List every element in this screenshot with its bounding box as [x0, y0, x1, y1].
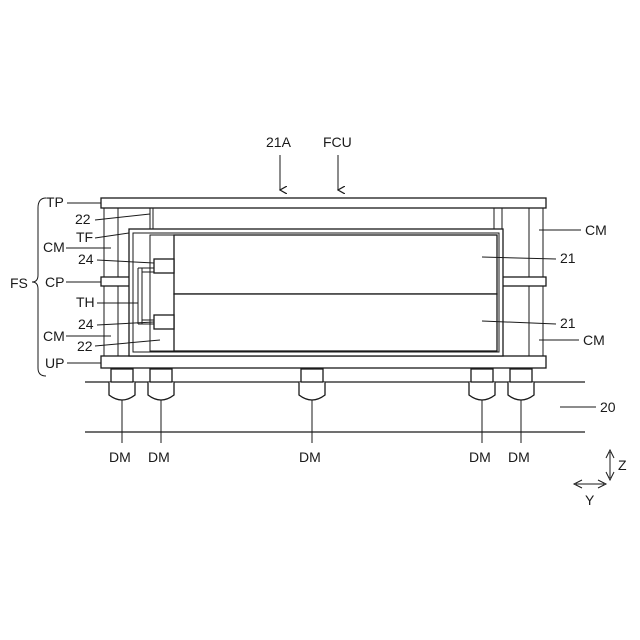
label-24-bottom: 24: [78, 316, 94, 332]
label-21-top: 21: [560, 250, 576, 266]
damper-2: [148, 369, 174, 400]
label-TP: TP: [46, 194, 64, 210]
damper-5: [508, 369, 534, 400]
label-DM-1: DM: [109, 449, 131, 465]
damper-1: [109, 369, 135, 400]
label-FCU: FCU: [323, 134, 352, 150]
label-FS: FS: [10, 275, 28, 291]
label-CM-left-top: CM: [43, 239, 65, 255]
connector-24-top: [154, 259, 174, 273]
damper-3: [299, 369, 325, 400]
unit-21-bottom: [174, 294, 497, 351]
connector-24-bottom: [154, 315, 174, 329]
upper-plate-up: [101, 356, 546, 368]
top-plate-tp: [101, 198, 546, 208]
label-DM-4: DM: [469, 449, 491, 465]
fs-bracket: [32, 198, 46, 376]
axis-indicator: Z Y: [574, 450, 627, 508]
label-22-top: 22: [75, 211, 91, 227]
label-UP: UP: [45, 355, 64, 371]
label-CM-left-bottom: CM: [43, 328, 65, 344]
axis-label-Y: Y: [585, 492, 595, 508]
unit-21-top: [174, 235, 497, 294]
label-DM-3: DM: [299, 449, 321, 465]
axis-label-Z: Z: [618, 457, 627, 473]
label-CM-right-bottom: CM: [583, 332, 605, 348]
dampers: [109, 369, 534, 400]
label-24-top: 24: [78, 251, 94, 267]
label-22-bottom: 22: [77, 338, 93, 354]
label-CP: CP: [45, 274, 64, 290]
label-21A: 21A: [266, 134, 292, 150]
damper-4: [469, 369, 495, 400]
label-TF: TF: [76, 229, 93, 245]
label-TH: TH: [76, 294, 95, 310]
label-21-bottom: 21: [560, 315, 576, 331]
label-DM-5: DM: [508, 449, 530, 465]
label-CM-right-top: CM: [585, 222, 607, 238]
label-DM-2: DM: [148, 449, 170, 465]
label-20: 20: [600, 399, 616, 415]
